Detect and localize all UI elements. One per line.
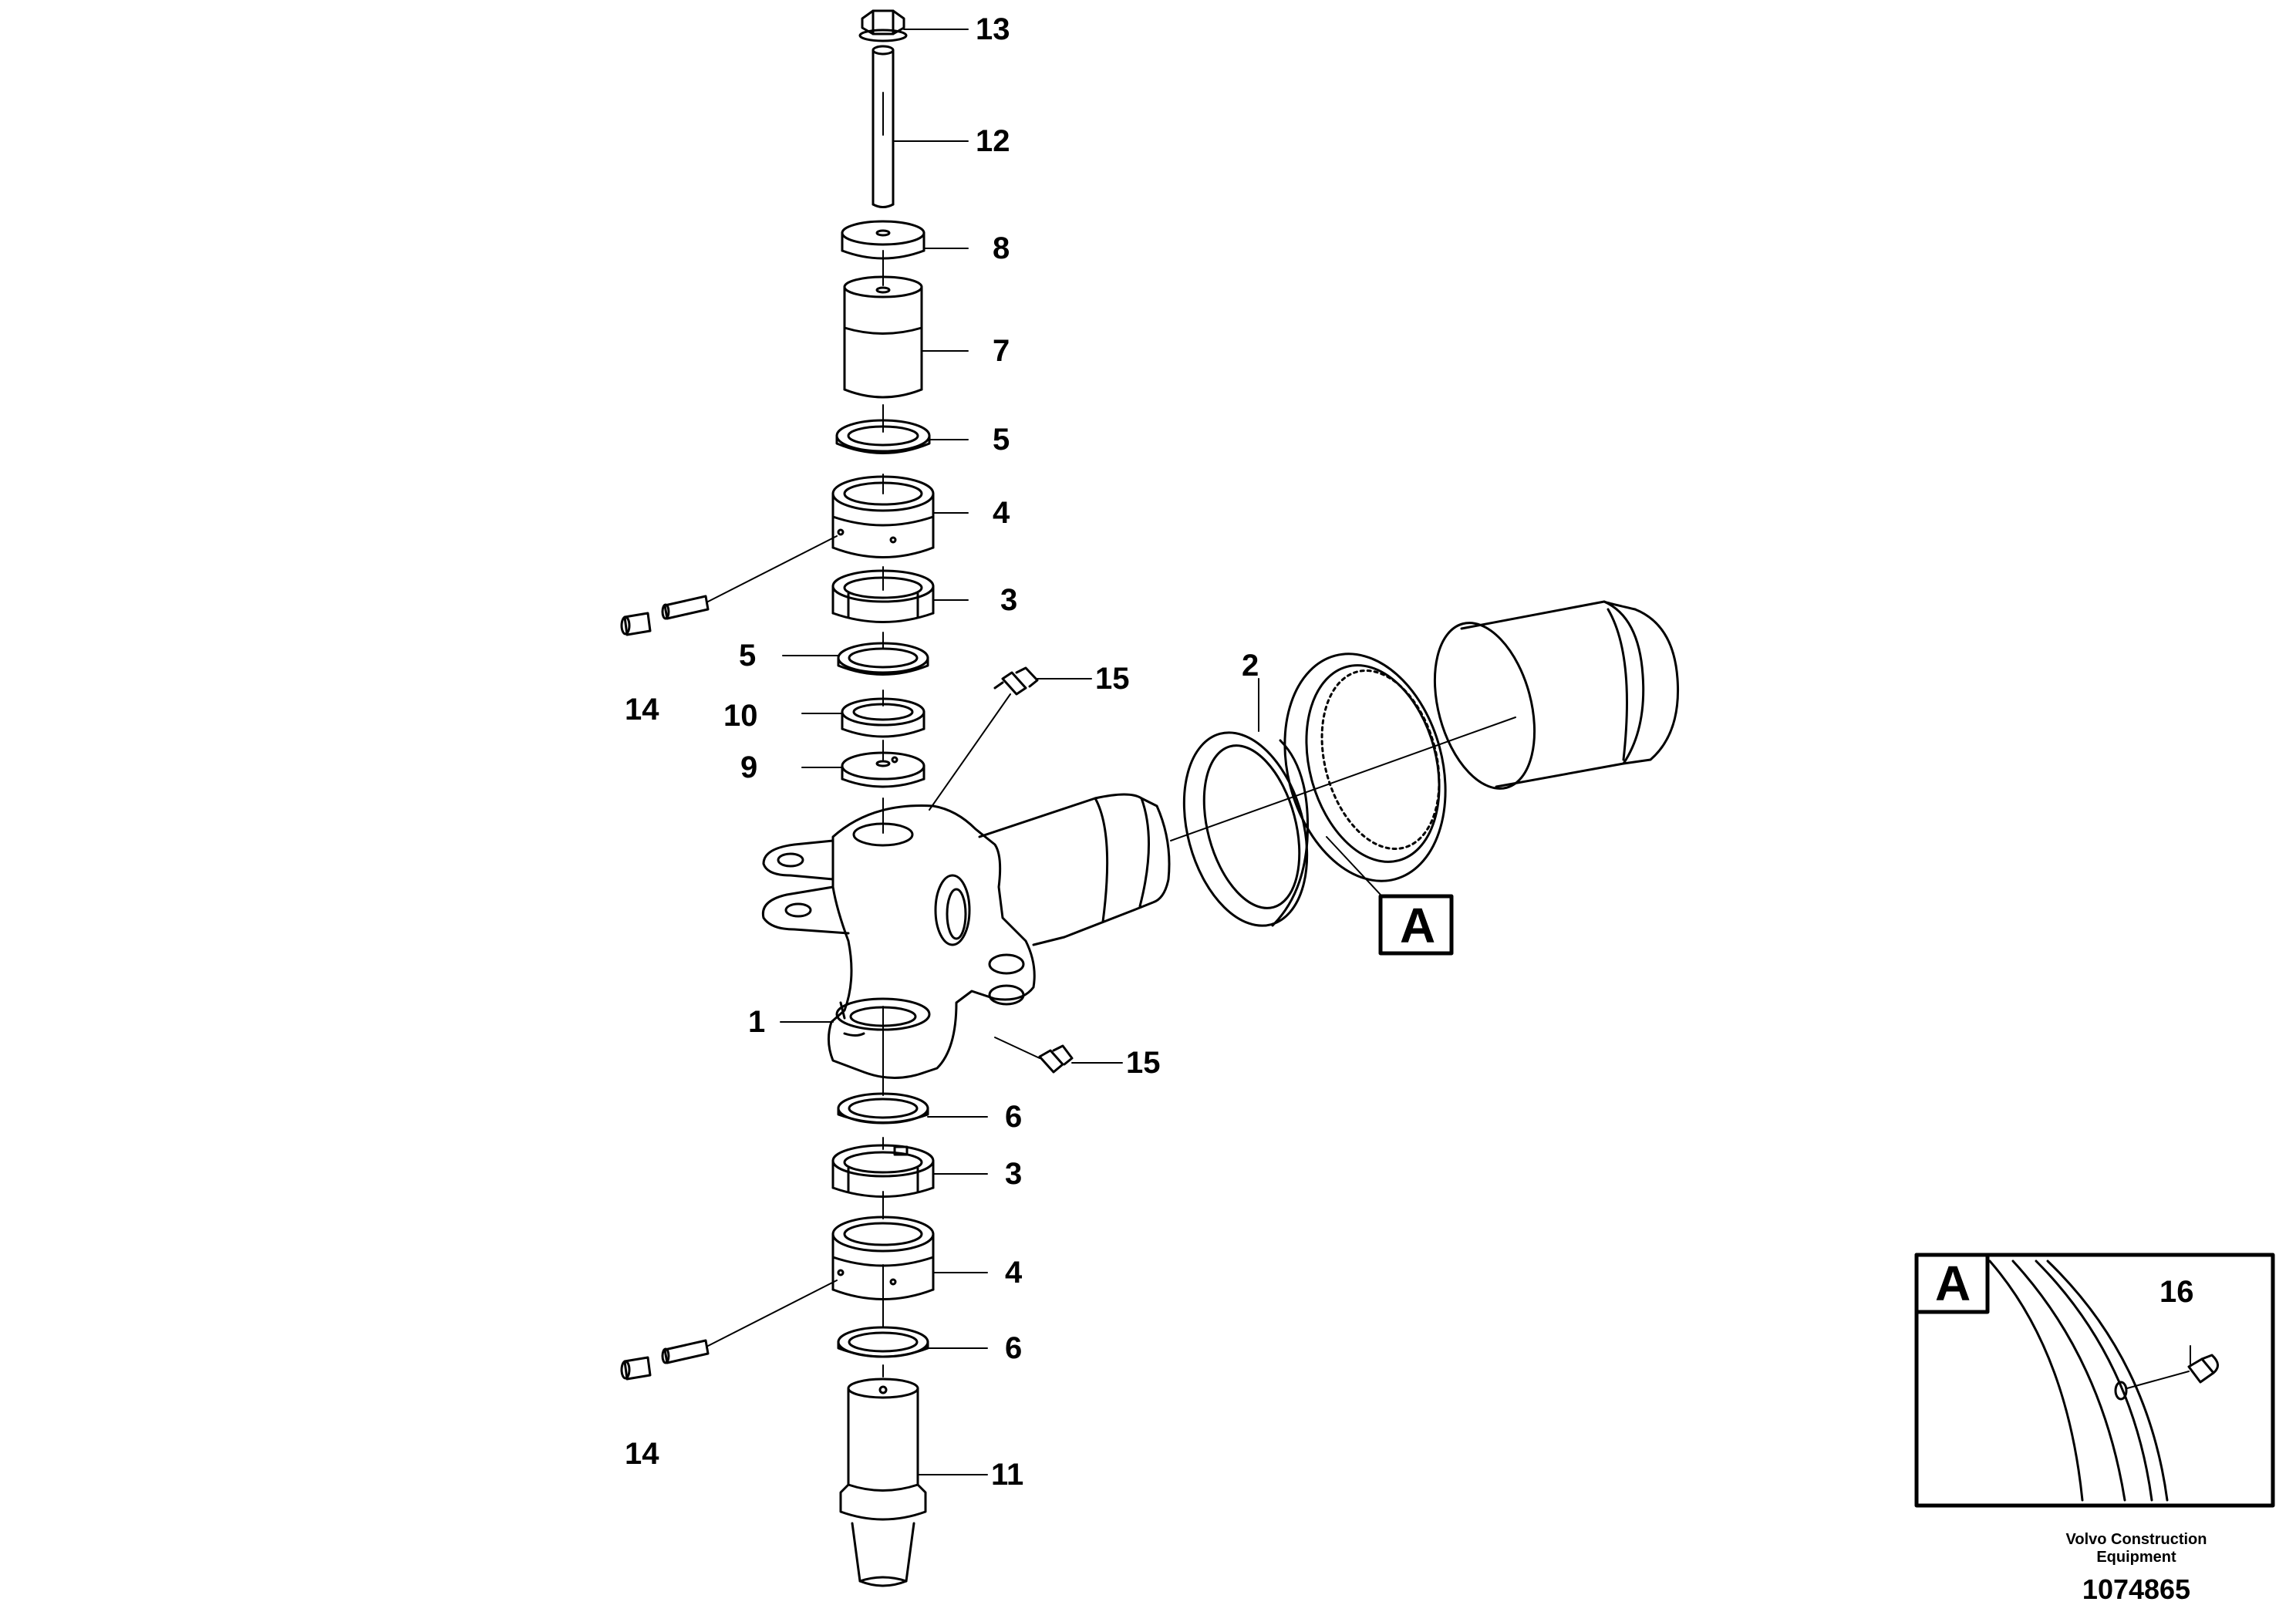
part-10-ring (841, 697, 925, 738)
callout-5-upper: 5 (993, 423, 1010, 457)
callout-15-upper: 15 (1095, 662, 1130, 696)
callout-13: 13 (976, 12, 1010, 46)
hub-axis (1170, 717, 1516, 841)
detail-a-letter: A (1935, 1256, 1971, 1311)
part-13-flange-nut (858, 9, 908, 42)
part-3-bearing-cage-upper (831, 569, 935, 623)
part-2-spindle-seal (1182, 678, 1310, 927)
callout-11: 11 (991, 1458, 1024, 1492)
callout-15-lower: 15 (1126, 1046, 1161, 1080)
callout-3-lower: 3 (1005, 1157, 1023, 1191)
part-8-washer (841, 220, 925, 260)
part-15-grease-nipple-upper (929, 666, 1092, 811)
callout-12: 12 (976, 124, 1010, 158)
callout-16: 16 (2159, 1275, 2194, 1309)
hub-outer-race (1433, 600, 1680, 790)
view-a-reference-letter: A (1400, 898, 1436, 953)
part-4-bearing-lower (831, 1216, 935, 1300)
part-6-seal-lower (837, 1326, 929, 1358)
part-9-shim (841, 751, 925, 788)
part-6-seal-upper (837, 1092, 929, 1125)
callout-6-upper: 6 (1005, 1100, 1023, 1134)
callout-9: 9 (740, 750, 758, 784)
part-1-steering-knuckle (761, 793, 1171, 1079)
callout-2: 2 (1242, 649, 1259, 683)
hub-bearing-ring (1283, 653, 1447, 895)
publisher-line-2: Equipment (2096, 1549, 2176, 1566)
detail-a-inset (1914, 1253, 2275, 1508)
callout-7: 7 (993, 334, 1010, 368)
part-7-sleeve (843, 275, 923, 399)
callout-3-upper: 3 (1000, 583, 1018, 617)
part-14-pins-upper (620, 535, 838, 636)
part-5-seal-ring-lower (837, 642, 929, 676)
publisher-line-1: Volvo Construction (2065, 1531, 2207, 1548)
part-15-grease-nipple-lower (994, 1037, 1123, 1074)
part-12-bolt (872, 45, 895, 208)
callout-4-upper: 4 (993, 496, 1010, 530)
callout-14-lower: 14 (625, 1437, 659, 1471)
callout-5-lower: 5 (739, 639, 757, 673)
callout-14-upper: 14 (625, 693, 659, 727)
callout-8: 8 (993, 231, 1010, 265)
view-a-reference-box (1378, 894, 1454, 956)
part-5-seal-ring-upper (835, 419, 931, 454)
illustration-number: 1074865 (2082, 1573, 2191, 1605)
part-14-pins-lower (620, 1280, 838, 1381)
leader-lines (780, 29, 988, 1475)
callout-1: 1 (748, 1005, 766, 1039)
callout-10: 10 (723, 699, 758, 733)
callout-6-lower: 6 (1005, 1331, 1023, 1365)
part-11-king-pin (839, 1378, 927, 1587)
callout-4-lower: 4 (1005, 1256, 1023, 1290)
part-3-bearing-cage-lower (831, 1144, 935, 1198)
